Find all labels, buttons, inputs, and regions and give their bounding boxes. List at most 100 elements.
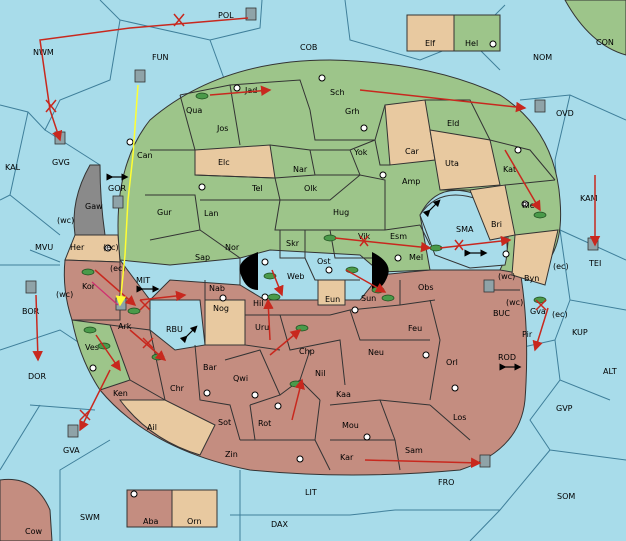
- label-nom: NOM: [533, 53, 552, 62]
- label-bar: Bar: [203, 363, 217, 372]
- label-wc1: (wc): [57, 216, 74, 225]
- land-byn: [511, 229, 559, 286]
- fleet-icon: [134, 69, 146, 83]
- label-amp: Amp: [402, 177, 420, 186]
- label-uta: Uta: [445, 159, 459, 168]
- land-elc: [194, 144, 276, 179]
- label-kup: KUP: [572, 328, 588, 337]
- army-icon: [533, 211, 547, 219]
- army-icon: [81, 268, 95, 276]
- label-feu: Feu: [408, 324, 422, 333]
- label-eld: Eld: [447, 119, 459, 128]
- label-bor: BOR: [22, 307, 40, 316]
- label-hel: Hel: [465, 39, 478, 48]
- army-icon: [195, 92, 209, 100]
- fleet-icon: [483, 279, 495, 293]
- army-icon: [381, 294, 395, 302]
- label-sot: Sot: [218, 418, 231, 427]
- label-ves: Ves: [85, 343, 99, 352]
- label-ail: Ail: [147, 423, 157, 432]
- label-eun: Eun: [325, 295, 340, 304]
- label-zin: Zin: [225, 450, 238, 459]
- label-qua: Qua: [186, 106, 202, 115]
- label-rle: Rle: [522, 201, 535, 210]
- land-labels: Jad Qua Sch Jos Grh Eld Can Elc Yok Car …: [56, 39, 569, 526]
- support-arrow: [127, 84, 139, 201]
- label-wc2: (wc): [56, 290, 73, 299]
- label-orl: Orl: [446, 358, 458, 367]
- label-elf: Elf: [425, 39, 435, 48]
- label-gur: Gur: [157, 208, 172, 217]
- passage-west: [239, 252, 258, 290]
- passage-arrows: [106, 173, 522, 371]
- label-jad: Jad: [244, 86, 257, 95]
- land-ail: [118, 399, 216, 456]
- label-som: SOM: [557, 492, 575, 501]
- label-uru: Uru: [255, 323, 269, 332]
- label-alt: ALT: [603, 367, 617, 376]
- land-ves: [71, 319, 131, 391]
- label-pir: Pir: [522, 330, 533, 339]
- label-rot: Rot: [258, 419, 271, 428]
- label-esm: Esm: [390, 232, 407, 241]
- label-lan: Lan: [204, 209, 218, 218]
- label-dax: DAX: [271, 520, 288, 529]
- label-olk: Olk: [304, 184, 318, 193]
- label-gvp: GVP: [556, 404, 573, 413]
- label-mel: Mel: [409, 253, 423, 262]
- label-kaa: Kaa: [336, 390, 351, 399]
- order-arrows: [32, 17, 601, 469]
- label-dor: DOR: [28, 372, 46, 381]
- land-kor: [63, 259, 121, 321]
- fleet-icon: [245, 7, 257, 21]
- label-ec1: (ec): [103, 243, 119, 252]
- label-nwm: NWM: [33, 48, 54, 57]
- label-sma: SMA: [456, 225, 474, 234]
- label-ost: Ost: [317, 257, 331, 266]
- label-jos: Jos: [216, 124, 228, 133]
- label-nab: Nab: [209, 284, 225, 293]
- label-rbu: RBU: [166, 325, 183, 334]
- fleet-icon: [534, 99, 546, 113]
- label-mvu: MVU: [35, 243, 53, 252]
- label-aba: Aba: [143, 517, 159, 526]
- land-uta: [429, 129, 501, 191]
- label-wc3: (wc): [498, 272, 515, 281]
- label-fro: FRO: [438, 478, 454, 487]
- label-kal: KAL: [5, 163, 21, 172]
- label-con: CON: [596, 38, 614, 47]
- label-elc: Elc: [218, 158, 230, 167]
- label-chr: Chr: [170, 384, 185, 393]
- fleet-icon: [479, 454, 491, 468]
- label-cob: COB: [300, 43, 317, 52]
- label-los: Los: [453, 413, 466, 422]
- label-her: Her: [70, 243, 85, 252]
- land-elf: [406, 14, 455, 52]
- label-nar: Nar: [293, 165, 308, 174]
- label-nil: Nil: [315, 369, 325, 378]
- label-gvg: GVG: [52, 158, 70, 167]
- label-hug: Hug: [333, 208, 349, 217]
- sea-labels: POL NWM FUN COB NOM CON OVD KAL GVG GOR …: [5, 11, 617, 536]
- label-pol: POL: [218, 11, 234, 20]
- label-buc: BUC: [493, 309, 510, 318]
- label-ec2: (ec): [110, 264, 126, 273]
- label-car: Car: [405, 147, 419, 156]
- label-grh: Grh: [345, 107, 359, 116]
- label-qwi: Qwi: [233, 374, 248, 383]
- label-orn: Orn: [187, 517, 202, 526]
- label-ec4: (ec): [552, 310, 568, 319]
- label-byn: Byn: [524, 274, 539, 283]
- fleet-icon: [587, 237, 599, 251]
- label-ovd: OVD: [556, 109, 574, 118]
- label-yok: Yok: [353, 148, 368, 157]
- army-icon: [83, 326, 97, 334]
- convoy-line: [91, 281, 119, 306]
- label-ark: Ark: [118, 322, 132, 331]
- label-kam: KAM: [580, 194, 598, 203]
- label-skr: Skr: [286, 239, 300, 248]
- army-icon: [295, 324, 309, 332]
- label-kat: Kat: [503, 165, 516, 174]
- label-tei: TEI: [588, 259, 601, 268]
- fleet-icon: [67, 424, 79, 438]
